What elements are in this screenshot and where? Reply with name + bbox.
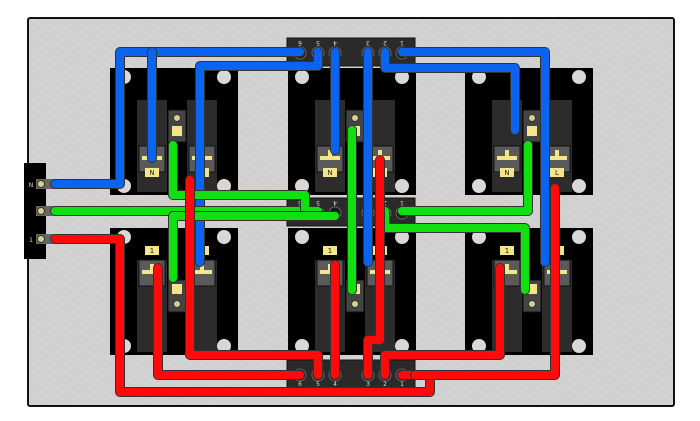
mount-hole [395, 70, 409, 84]
live-wire [411, 184, 559, 379]
pin-label: 2 [383, 39, 387, 46]
earth-connector [167, 279, 187, 313]
pin-label: 3 [366, 39, 370, 46]
left-terminal: N [29, 179, 58, 189]
mount-hole [572, 70, 586, 84]
terminal-block-bottom: 6 5 4 3 2 1 [286, 359, 416, 389]
pin-label: 1 [400, 39, 404, 46]
pin-label: 6 [298, 381, 302, 388]
mount-hole [472, 230, 486, 244]
mount-hole [295, 179, 309, 193]
switch: N [492, 100, 522, 192]
pin-label: 4 [333, 199, 337, 206]
pin-label: 6 [298, 199, 302, 206]
earth-wire [169, 212, 339, 282]
pin-label: 3 [366, 381, 370, 388]
switch-label: 1 [150, 247, 154, 255]
pin-label: 5 [316, 199, 320, 206]
mount-hole [472, 339, 486, 353]
earth-connector [522, 109, 542, 143]
pin-label: 1 [400, 199, 404, 206]
mount-hole [217, 230, 231, 244]
mount-hole [572, 179, 586, 193]
mount-hole [217, 179, 231, 193]
switch-label: 1 [505, 247, 509, 255]
pin-label: 4 [333, 381, 337, 388]
pin-label: 5 [316, 39, 320, 46]
neutral-wire [196, 48, 322, 266]
neutral-wire [398, 48, 549, 266]
pin-label: 2 [383, 381, 387, 388]
mount-hole [395, 230, 409, 244]
pin-label: 6 [298, 39, 302, 46]
switch-label: N [504, 169, 509, 177]
live-wire [154, 264, 304, 379]
live-wire [364, 156, 384, 379]
mount-hole [472, 179, 486, 193]
switch-label: N [149, 169, 154, 177]
earth-wire [398, 141, 532, 215]
left-terminal [36, 206, 58, 216]
mount-hole [295, 70, 309, 84]
switch-label: L [555, 169, 559, 177]
live-wire [186, 176, 322, 379]
neutral-wire [381, 48, 519, 134]
pin-label: 1 [400, 381, 404, 388]
mount-hole [395, 339, 409, 353]
live-wire [381, 264, 504, 379]
mount-hole [217, 70, 231, 84]
switch-label: N [327, 169, 332, 177]
switch-label: 1 [328, 247, 332, 255]
left-terminal-strip: N1 [24, 163, 58, 259]
earth-connector [167, 109, 187, 143]
neutral-wire [51, 48, 304, 188]
mount-hole [217, 339, 231, 353]
pin-label: 5 [316, 381, 320, 388]
left-terminal: 1 [29, 234, 58, 244]
mount-hole [295, 339, 309, 353]
mount-hole [572, 230, 586, 244]
mount-hole [572, 339, 586, 353]
pin-label: 4 [333, 39, 337, 46]
mount-hole [395, 179, 409, 193]
terminal-label: 1 [29, 237, 33, 244]
mount-hole [295, 230, 309, 244]
mount-hole [472, 70, 486, 84]
terminal-label: N [29, 182, 34, 189]
